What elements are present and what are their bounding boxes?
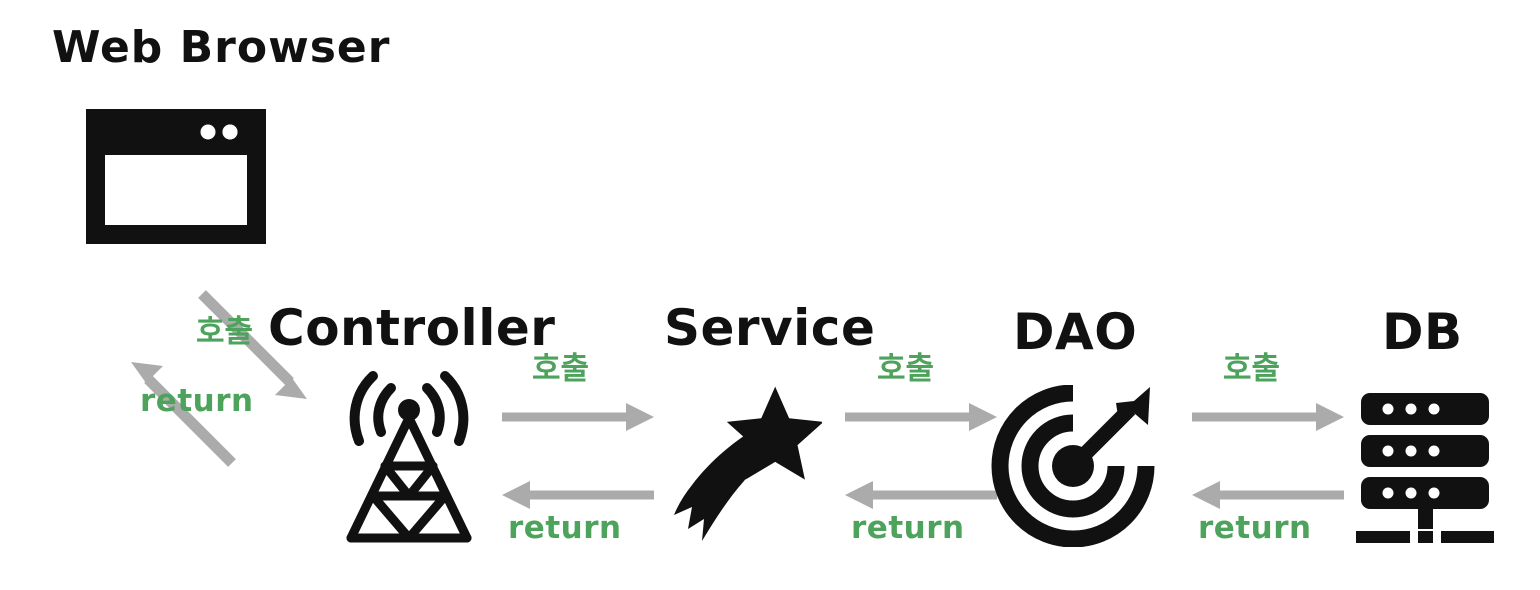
page-title: Web Browser: [52, 22, 391, 73]
flow-browser-controller-call-label: 호출: [196, 314, 254, 350]
flow-db-dao-return-arrow: [1192, 481, 1344, 509]
flow-dao-db-call-arrow: [1192, 403, 1344, 431]
return-arrow-up-left: [131, 362, 236, 467]
flow-service-controller-return-label: return: [508, 510, 622, 546]
flow-service-dao-call-label: 호출: [877, 351, 935, 387]
target-bullseye-icon: [990, 385, 1156, 547]
flow-dao-service-return-arrow: [845, 481, 997, 509]
flow-dao-service-return-label: return: [851, 510, 965, 546]
node-label-dao: DAO: [1013, 303, 1138, 361]
node-label-db: DB: [1382, 303, 1463, 361]
flow-dao-db-call-label: 호출: [1223, 351, 1281, 387]
browser-window-icon: [86, 109, 266, 244]
flow-browser-controller-return-label: return: [140, 383, 254, 419]
flow-controller-service-call-arrow: [502, 403, 654, 431]
radio-tower-icon: [333, 362, 485, 544]
shooting-star-icon: [666, 381, 822, 547]
flow-service-dao-call-arrow: [845, 403, 997, 431]
flow-db-dao-return-label: return: [1198, 510, 1312, 546]
node-label-service: Service: [664, 299, 876, 357]
database-server-icon: [1354, 393, 1496, 546]
flow-service-controller-return-arrow: [502, 481, 654, 509]
call-arrow-down-right: [198, 290, 307, 399]
node-label-controller: Controller: [268, 299, 556, 357]
flow-browser-controller-arrows: [120, 285, 320, 485]
flow-controller-service-call-label: 호출: [532, 351, 590, 387]
